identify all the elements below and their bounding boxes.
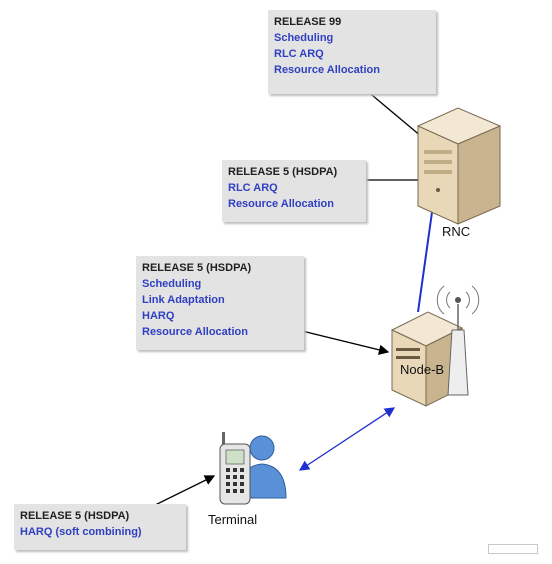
function-item: HARQ (soft combining) <box>20 526 142 538</box>
callout-title: RELEASE 5 (HSDPA) <box>142 262 252 274</box>
callout-rel5-nodeb: RELEASE 5 (HSDPA) Scheduling Link Adapta… <box>136 256 304 350</box>
mobile-phone-icon <box>219 432 251 505</box>
watermark-box <box>488 544 538 554</box>
function-item: Link Adaptation <box>142 294 225 306</box>
callout-title: RELEASE 5 (HSDPA) <box>228 166 338 178</box>
arrow-release99-to-rnc <box>359 84 429 143</box>
rnc-server-icon <box>416 107 502 225</box>
function-item: HARQ <box>142 310 175 322</box>
function-item: Resource Allocation <box>274 64 380 76</box>
function-item: Resource Allocation <box>228 198 334 210</box>
callout-release99: RELEASE 99 Scheduling RLC ARQ Resource A… <box>268 10 436 94</box>
arrow-rel5-to-nodeb <box>297 329 390 355</box>
link-nodeb-terminal <box>298 407 396 471</box>
function-item: Resource Allocation <box>142 326 248 338</box>
antenna-icon <box>436 285 480 396</box>
callout-title: RELEASE 99 <box>274 16 342 28</box>
callout-title: RELEASE 5 (HSDPA) <box>20 510 130 522</box>
function-item: Scheduling <box>274 32 334 44</box>
callout-rel5-rnc: RELEASE 5 (HSDPA) RLC ARQ Resource Alloc… <box>222 160 366 222</box>
rnc-label: RNC <box>442 224 471 239</box>
function-item: RLC ARQ <box>228 182 278 194</box>
terminal-label: Terminal <box>208 512 258 527</box>
nodeb-label: Node-B <box>400 362 445 377</box>
function-item: RLC ARQ <box>274 48 324 60</box>
callout-rel5-terminal: RELEASE 5 (HSDPA) HARQ (soft combining) <box>14 504 186 550</box>
link-rnc-nodeb <box>417 197 435 313</box>
function-item: Scheduling <box>142 278 202 290</box>
